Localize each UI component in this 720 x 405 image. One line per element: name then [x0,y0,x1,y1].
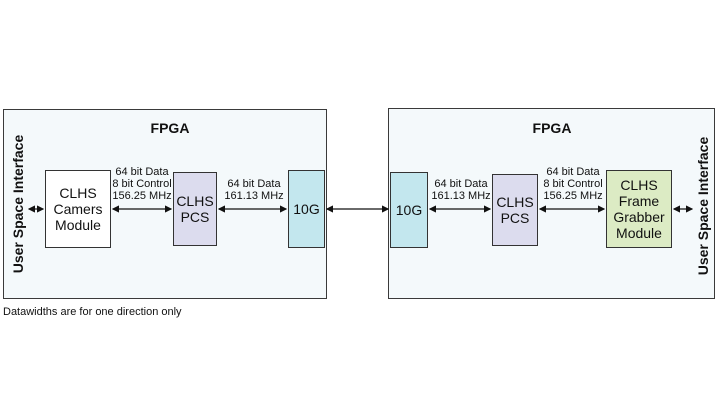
right-link2-labels: 64 bit Data 8 bit Control 156.25 MHz [543,166,603,202]
right-10g-block: 10G [390,172,428,248]
left-link1-labels: 64 bit Data 8 bit Control 156.25 MHz [112,166,172,202]
left-clhs-pcs: CLHS PCS [173,172,217,246]
right-clhs-pcs: CLHS PCS [492,174,538,246]
footnote: Datawidths are for one direction only [3,306,182,318]
clhs-frame-grabber-module: CLHS Frame Grabber Module [606,170,672,248]
right-link1-labels: 64 bit Data 161.13 MHz [431,178,491,202]
left-10g-block: 10G [288,170,325,248]
left-link2-labels: 64 bit Data 161.13 MHz [224,178,284,202]
clhs-camera-module: CLHS Camers Module [45,170,111,248]
left-fpga-title: FPGA [150,120,190,136]
right-fpga-title: FPGA [532,120,572,136]
